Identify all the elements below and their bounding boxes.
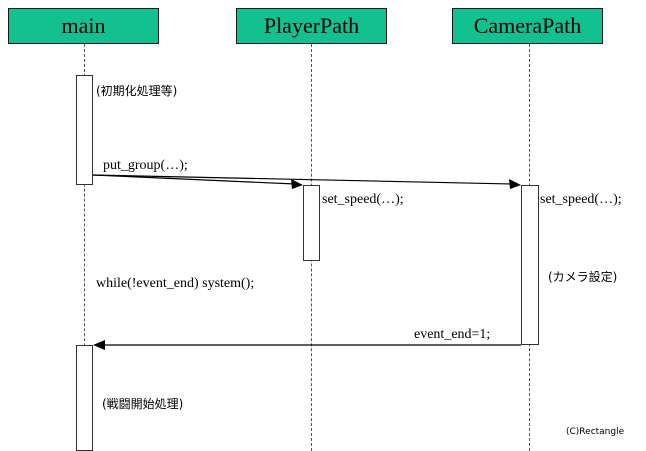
note-camera-setting: (カメラ設定) (548, 270, 618, 284)
actor-player-path: PlayerPath (236, 8, 387, 44)
message-set-speed-camera: set_speed(…); (540, 192, 622, 207)
copyright-label: (C)Rectangle (566, 427, 625, 437)
arrow-put-group-to-camera (92, 174, 514, 185)
message-put-group: put_group(…); (103, 158, 188, 173)
arrowhead-player (291, 179, 303, 189)
actor-camera-path: CameraPath (452, 8, 603, 44)
activation-main-init (76, 75, 93, 185)
activation-camera-path (521, 185, 539, 345)
lifeline-main (84, 44, 85, 451)
activation-player-path (303, 185, 320, 261)
message-while-loop: while(!event_end) system(); (96, 276, 255, 291)
note-battle-start: (戦闘開始処理) (102, 397, 184, 411)
actor-main: main (8, 8, 159, 44)
message-event-end: event_end=1; (414, 327, 491, 342)
note-init: (初期化処理等) (96, 84, 178, 98)
message-set-speed-player: set_speed(…); (322, 192, 404, 207)
arrowhead-camera (509, 179, 521, 189)
arrowhead-main (93, 340, 105, 350)
arrow-put-group-to-player (92, 174, 296, 185)
